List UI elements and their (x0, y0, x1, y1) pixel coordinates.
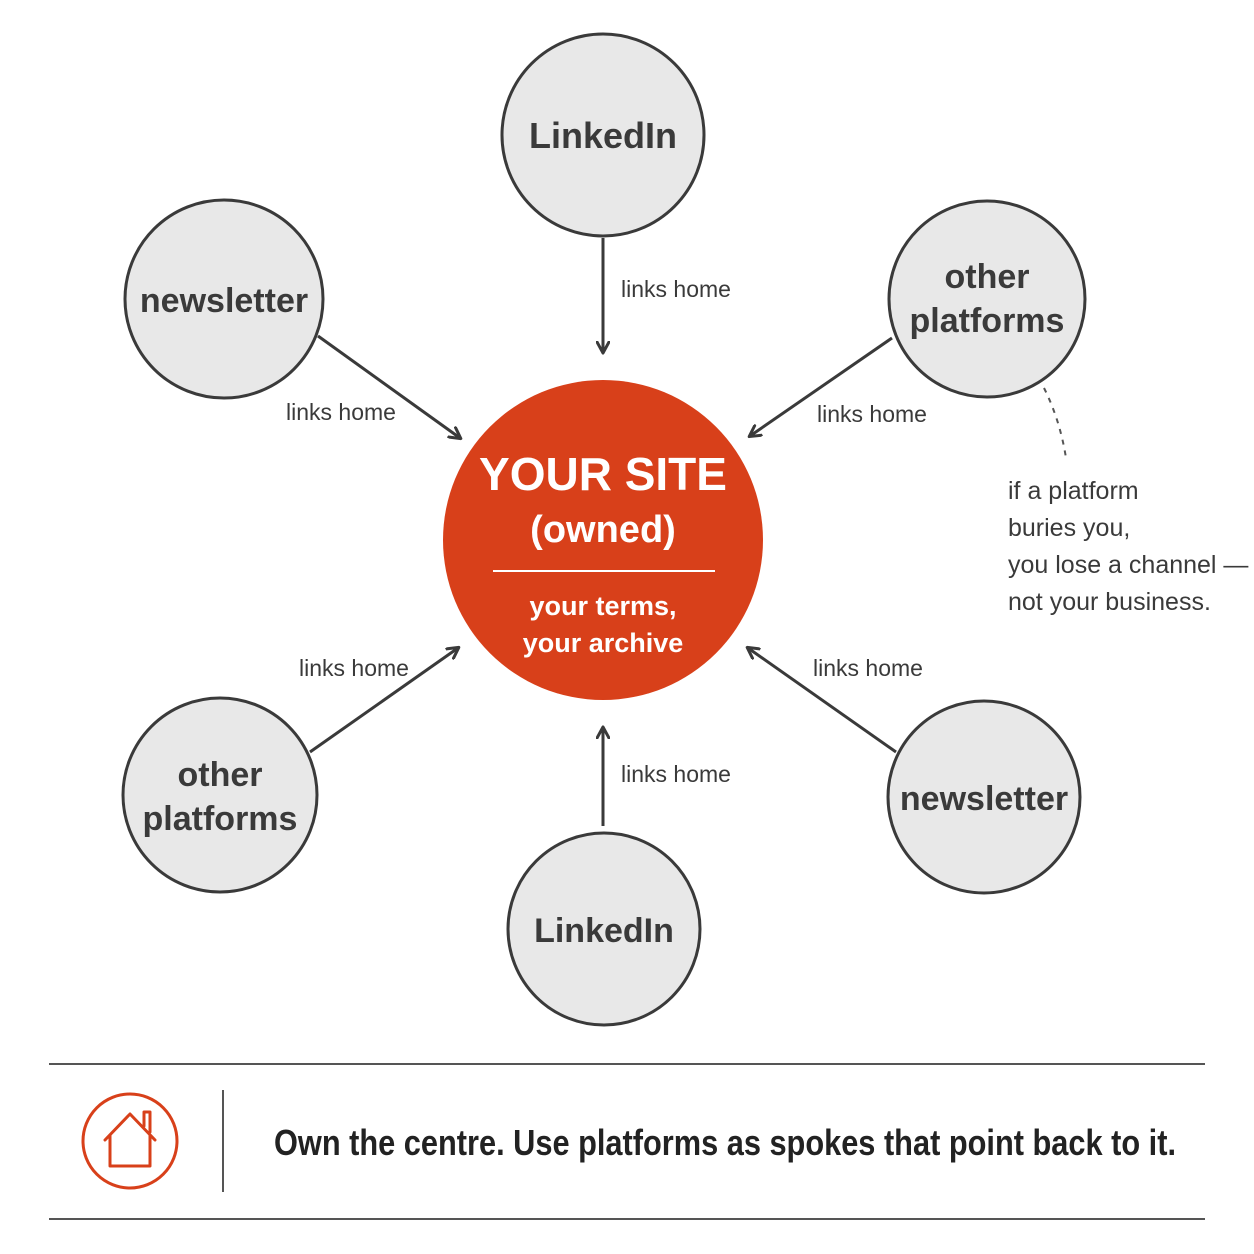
annotation-leader (1043, 387, 1067, 459)
edge-newsletter-top-left (317, 334, 460, 438)
node-other-platforms-top-right: other platforms (887, 199, 1087, 399)
spoke-nodes: LinkedIn other platforms newsletter Link… (121, 32, 1087, 1027)
note-line-2: buries you, (1008, 514, 1130, 542)
node-label-line-2: platforms (910, 302, 1065, 340)
node-other-platforms-bottom-left: other platforms (121, 696, 319, 894)
house-icon (81, 1092, 179, 1190)
node-linkedin-top: LinkedIn (500, 32, 706, 238)
node-linkedin-bottom: LinkedIn (506, 831, 702, 1027)
edge-label-other-platforms-bottom-left: links home (299, 655, 409, 681)
center-tagline-1: your terms, (529, 591, 676, 621)
note-line-1: if a platform (1008, 477, 1139, 505)
node-label-line-2: platforms (143, 800, 298, 838)
note-line-3: you lose a channel — (1008, 551, 1248, 579)
center-node: YOUR SITE (owned) your terms, your archi… (443, 380, 763, 700)
edge-label-newsletter-top-left: links home (286, 399, 396, 425)
node-label: LinkedIn (534, 912, 674, 950)
edge-label-newsletter-bottom-right: links home (813, 655, 923, 681)
footer-text: Own the centre. Use platforms as spokes … (274, 1122, 1176, 1163)
node-label: LinkedIn (529, 115, 677, 156)
center-circle (443, 380, 763, 700)
node-label: newsletter (900, 780, 1068, 818)
edge-label-linkedin-top: links home (621, 276, 731, 302)
edge-labels: links home links home links home links h… (286, 276, 927, 787)
footer: Own the centre. Use platforms as spokes … (49, 1063, 1205, 1220)
note-line-4: not your business. (1008, 588, 1211, 616)
node-newsletter-bottom-right: newsletter (886, 699, 1082, 895)
edge-newsletter-bottom-right (748, 648, 897, 754)
edge-label-other-platforms-top-right: links home (817, 401, 927, 427)
annotation: if a platform buries you, you lose a cha… (1008, 387, 1248, 616)
node-label-line-1: other (178, 756, 263, 794)
center-tagline-2: your archive (523, 628, 684, 658)
node-label-line-1: other (945, 258, 1030, 296)
edge-label-linkedin-bottom: links home (621, 761, 731, 787)
edge-other-platforms-bottom-left (309, 648, 458, 754)
node-label: newsletter (140, 282, 308, 320)
edges (309, 238, 897, 826)
center-subtitle: (owned) (530, 509, 676, 551)
center-title: YOUR SITE (479, 448, 727, 500)
node-newsletter-top-left: newsletter (123, 198, 325, 400)
edge-other-platforms-top-right (750, 336, 893, 436)
